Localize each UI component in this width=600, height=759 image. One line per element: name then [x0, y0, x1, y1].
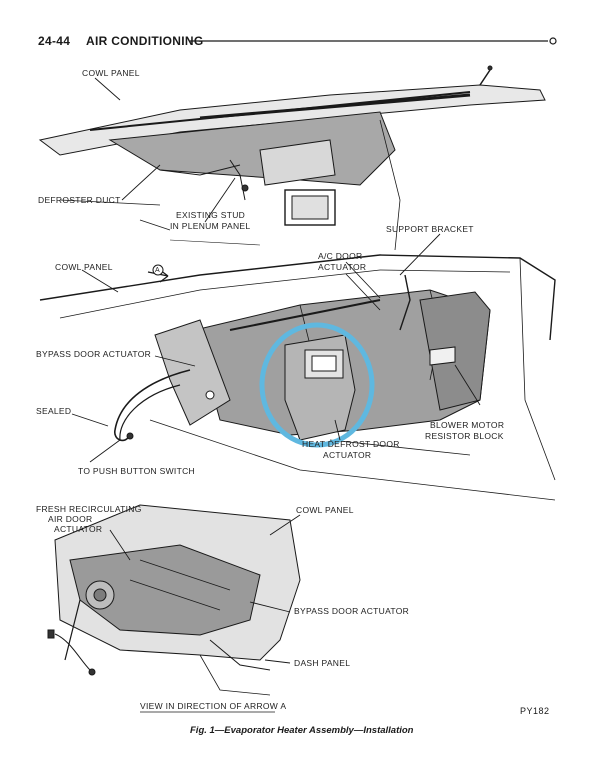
support-bracket	[399, 274, 411, 331]
label-dash-panel: DASH PANEL	[294, 658, 351, 668]
label-existing-stud-2: IN PLENUM PANEL	[170, 221, 251, 231]
label-bypass-door-actuator-mid: BYPASS DOOR ACTUATOR	[36, 349, 152, 359]
cowl-panel-mid-outline	[39, 254, 556, 341]
label-fresh-recirc-1: FRESH RECIRCULATING	[36, 504, 142, 514]
label-fresh-recirc-2: AIR DOOR	[48, 514, 93, 524]
label-view-direction: VIEW IN DIRECTION OF ARROW A	[140, 701, 287, 711]
label-ac-door-1: A/C DOOR	[318, 251, 363, 261]
label-defroster-duct: DEFROSTER DUCT	[38, 195, 121, 205]
label-arrow-a: A	[155, 267, 160, 274]
label-heat-defrost-2: ACTUATOR	[323, 450, 372, 460]
label-existing-stud-1: EXISTING STUD	[176, 210, 246, 220]
middle-view-drawing	[39, 254, 556, 501]
bottom-view-drawing	[47, 504, 301, 696]
figure-caption: Fig. 1—Evaporator Heater Assembly—Instal…	[190, 725, 414, 736]
page-number: 24-44	[38, 34, 71, 48]
label-fresh-recirc-3: ACTUATOR	[54, 524, 103, 534]
arrow-a-circle	[152, 264, 164, 276]
leader-lines	[71, 77, 481, 664]
label-bypass-door-actuator-bottom: BYPASS DOOR ACTUATOR	[294, 606, 410, 616]
wiring-harness	[114, 369, 191, 442]
label-blower-motor-1: BLOWER MOTOR	[430, 420, 505, 430]
label-push-button-switch: TO PUSH BUTTON SWITCH	[78, 466, 195, 476]
label-heat-defrost-1: HEAT DEFROST DOOR	[302, 439, 400, 449]
dash-floor-lines	[149, 419, 556, 501]
figure-code: PY182	[520, 706, 550, 716]
label-sealed: SEALED	[36, 406, 72, 416]
label-blower-motor-2: RESISTOR BLOCK	[425, 431, 504, 441]
label-ac-door-2: ACTUATOR	[318, 262, 367, 272]
section-title: AIR CONDITIONING	[86, 34, 204, 48]
label-cowl-panel-top: COWL PANEL	[82, 68, 140, 78]
top-view-drawing	[38, 65, 546, 251]
evaporator-bottom-view	[69, 544, 261, 636]
dash-panel-bottom	[209, 639, 271, 671]
label-cowl-panel-mid: COWL PANEL	[55, 262, 113, 272]
label-support-bracket: SUPPORT BRACKET	[386, 224, 474, 234]
highlight-circle	[259, 322, 375, 448]
header-rule-end	[549, 37, 557, 45]
label-cowl-panel-bottom: COWL PANEL	[296, 505, 354, 515]
